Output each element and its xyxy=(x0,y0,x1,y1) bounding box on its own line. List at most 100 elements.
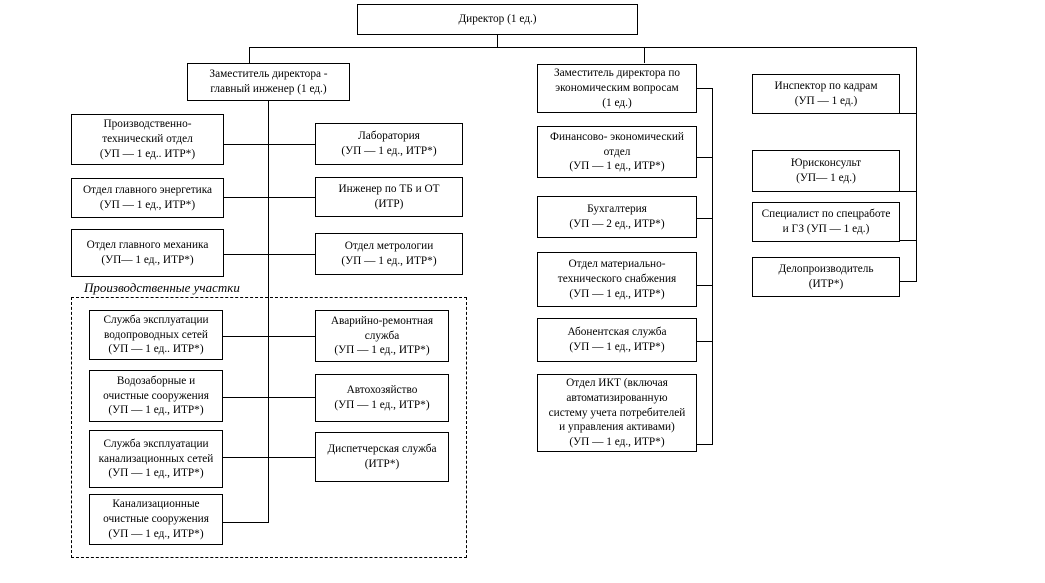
connector-row-metrology xyxy=(224,254,316,256)
box-sewer-network-service: Служба эксплуатации канализационных сете… xyxy=(89,430,223,488)
box-line: водопроводных сетей xyxy=(104,328,208,341)
box-line: Инженер по ТБ и ОТ xyxy=(338,183,440,196)
connector-row-sewage-treatment xyxy=(223,522,269,524)
box-line: отдел xyxy=(603,145,631,158)
box-line: Служба эксплуатации xyxy=(103,437,209,450)
box-line: (ИТР) xyxy=(374,198,404,210)
box-line: (УП — 1 ед.. ИТР*) xyxy=(108,343,204,356)
connector-row-motor-transport xyxy=(223,397,316,399)
box-line: Абонентская служба xyxy=(567,326,667,339)
connector-drop-right-spine xyxy=(916,47,918,113)
group-label-production-sites: Производственные участки xyxy=(84,280,240,295)
box-chief-mechanic-dept: Отдел главного механика (УП— 1 ед., ИТР*… xyxy=(71,229,224,277)
connector-row-safety xyxy=(224,197,316,199)
box-line: Отдел метрологии xyxy=(344,240,434,253)
box-line: Делопроизводитель xyxy=(778,263,874,276)
box-line: (УП— 1 ед., ИТР*) xyxy=(101,254,194,266)
box-water-supply-network-service: Служба эксплуатации водопроводных сетей … xyxy=(89,310,223,360)
box-line: (УП — 1 ед., ИТР*) xyxy=(569,287,665,300)
box-ict-dept: Отдел ИКТ (включая автоматизированную си… xyxy=(537,374,697,452)
box-line: систему учета потребителей xyxy=(548,406,686,419)
box-special-work-civil-defense-specialist: Специалист по спецработе и ГЗ (УП — 1 ед… xyxy=(752,202,900,242)
box-production-technical-dept: Производственно- технический отдел (УП —… xyxy=(71,114,224,165)
box-line: Инспектор по кадрам xyxy=(774,80,878,93)
box-deputy-director-economics: Заместитель директора по экономическим в… xyxy=(537,64,697,113)
connector-right-spine xyxy=(916,113,918,281)
box-hr-inspector: Инспектор по кадрам (УП — 1 ед.) xyxy=(752,74,900,114)
box-line: экономическим вопросам xyxy=(555,82,679,95)
box-line: технического снабжения xyxy=(557,273,677,286)
box-line: Аварийно-ремонтная xyxy=(330,314,434,327)
box-line: (1 ед.) xyxy=(602,96,632,109)
box-line: Водозаборные и xyxy=(116,374,196,387)
connector-subscriber-service xyxy=(697,341,713,343)
connector-special-work-specialist xyxy=(900,240,917,242)
box-emergency-repair-service: Аварийно-ремонтная служба (УП — 1 ед., И… xyxy=(315,310,449,362)
box-financial-economic-dept: Финансово- экономический отдел (УП — 1 е… xyxy=(537,126,697,178)
box-line: (УП — 1 ед., ИТР*) xyxy=(108,467,204,480)
box-line: очистные сооружения xyxy=(103,389,209,402)
box-motor-transport-service: Автохозяйство (УП — 1 ед., ИТР*) xyxy=(315,374,449,422)
connector-row-lab xyxy=(224,144,316,146)
box-line: Специалист по спецработе xyxy=(761,208,891,221)
box-line: служба xyxy=(364,329,400,342)
box-line: (УП — 1 ед., ИТР*) xyxy=(341,145,437,157)
box-line: (УП — 1 ед., ИТР*) xyxy=(569,436,665,449)
box-director: Директор (1 ед.) xyxy=(357,4,638,35)
box-line: Лаборатория xyxy=(358,130,420,143)
box-line: технический отдел xyxy=(102,133,193,146)
box-line: Заместитель директора - xyxy=(209,68,328,81)
box-line: (ИТР*) xyxy=(364,458,400,470)
box-line: (УП — 1 ед., ИТР*) xyxy=(108,527,204,540)
box-line: Производственно- xyxy=(103,118,192,131)
box-line: канализационных сетей xyxy=(98,452,214,465)
box-accounting-dept: Бухгалтерия (УП — 2 ед., ИТР*) xyxy=(537,196,697,238)
connector-economics-spine xyxy=(712,88,714,445)
box-line: (УП — 2 ед., ИТР*) xyxy=(569,218,665,230)
box-line: (УП — 1 ед., ИТР*) xyxy=(341,255,437,267)
box-line: Отдел ИКТ (включая xyxy=(566,376,668,389)
box-line: главный инженер (1 ед.) xyxy=(210,83,327,95)
connector-hr-inspector xyxy=(900,113,917,115)
box-line: Диспетчерская служба xyxy=(327,443,437,456)
connector-row-dispatch xyxy=(223,457,316,459)
box-dispatch-service: Диспетчерская служба (ИТР*) xyxy=(315,432,449,482)
box-water-intake-treatment-facilities: Водозаборные и очистные сооружения (УП —… xyxy=(89,370,223,422)
connector-economics-head-to-spine xyxy=(697,88,713,90)
box-line: Отдел главного энергетика xyxy=(82,184,213,197)
box-line: Финансово- экономический xyxy=(550,130,684,143)
box-line: Автохозяйство xyxy=(346,384,418,397)
box-line: (ИТР*) xyxy=(808,278,844,290)
box-line: (УП — 1 ед.. ИТР*) xyxy=(99,147,196,160)
connector-chief-engineer-spine xyxy=(268,101,270,523)
box-line: (УП — 1 ед., ИТР*) xyxy=(334,344,430,357)
box-line: Бухгалтерия xyxy=(587,203,647,216)
box-line: очистные сооружения xyxy=(103,513,209,526)
box-legal-counsel: Юрисконсульт (УП— 1 ед.) xyxy=(752,150,900,192)
box-line: (УП — 1 ед., ИТР*) xyxy=(569,160,665,173)
box-line: автоматизированную xyxy=(566,391,668,404)
box-line: Заместитель директора по xyxy=(553,67,681,80)
box-line: и управления активами) xyxy=(559,421,675,434)
box-metrology-dept: Отдел метрологии (УП — 1 ед., ИТР*) xyxy=(315,233,463,275)
connector-drop-economics xyxy=(644,47,646,63)
box-line: (УП — 1 ед., ИТР*) xyxy=(99,199,196,211)
connector-ict xyxy=(697,444,713,446)
box-sewage-treatment-facilities: Канализационные очистные сооружения (УП … xyxy=(89,494,223,545)
connector-financial-economic xyxy=(697,157,713,159)
connector-top-bus xyxy=(249,47,917,49)
connector-clerk xyxy=(900,281,917,283)
box-subscriber-service: Абонентская служба (УП — 1 ед., ИТР*) xyxy=(537,318,697,362)
box-line: Юрисконсульт xyxy=(790,157,862,170)
connector-accounting xyxy=(697,218,713,220)
box-line: Отдел материально- xyxy=(568,258,666,271)
box-line: Канализационные xyxy=(112,498,200,511)
box-line: Служба эксплуатации xyxy=(103,313,209,326)
box-clerk: Делопроизводитель (ИТР*) xyxy=(752,257,900,297)
box-line: (УП — 1 ед., ИТР*) xyxy=(108,404,204,417)
box-material-technical-supply-dept: Отдел материально- технического снабжени… xyxy=(537,252,697,307)
box-line: Отдел главного механика xyxy=(86,239,209,252)
box-line: (УП — 1 ед., ИТР*) xyxy=(334,399,430,411)
box-line: (УП — 1 ед., ИТР*) xyxy=(569,341,665,353)
